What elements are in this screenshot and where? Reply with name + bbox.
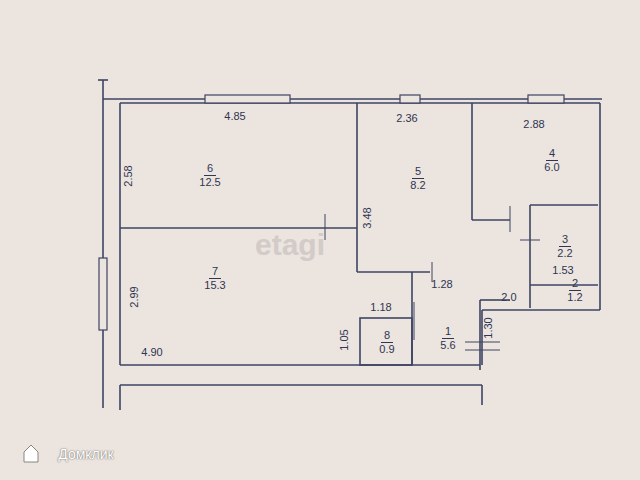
dimension-label: 1.05 xyxy=(338,329,350,350)
brand-icon xyxy=(24,445,38,462)
dimension-label: 1.30 xyxy=(482,317,494,338)
dimension-label: 2.58 xyxy=(122,165,134,186)
room-area: 80.9 xyxy=(364,322,410,362)
room-number: 5 xyxy=(412,165,424,179)
room-area-value: 1.2 xyxy=(567,291,582,304)
door-marks xyxy=(325,206,540,350)
room-area-value: 12.5 xyxy=(199,176,220,189)
walls xyxy=(98,80,602,410)
dimension-label: 4.90 xyxy=(141,346,162,358)
room-area: 612.5 xyxy=(168,155,252,195)
dimension-label: 2.0 xyxy=(501,291,516,303)
room-area: 46.0 xyxy=(520,140,584,180)
room-number: 3 xyxy=(559,233,571,247)
room-number: 7 xyxy=(209,265,221,279)
room-number: 8 xyxy=(381,329,393,343)
room-number: 1 xyxy=(442,325,454,339)
room-number: 4 xyxy=(546,147,558,161)
room-area-value: 15.3 xyxy=(204,279,225,292)
room-area: 21.2 xyxy=(553,275,597,306)
room-area: 715.3 xyxy=(175,258,255,298)
room-area: 58.2 xyxy=(390,158,446,198)
dimension-label: 2.99 xyxy=(128,286,140,307)
room-area-value: 5.6 xyxy=(440,339,455,352)
watermark: etagi xyxy=(255,229,325,261)
room-area-value: 6.0 xyxy=(544,161,559,174)
dimension-label: 2.88 xyxy=(523,118,544,130)
house-icon xyxy=(24,445,38,462)
brand-name: Домклик xyxy=(58,446,113,462)
room-area: 15.6 xyxy=(420,316,476,360)
dimension-label: 3.48 xyxy=(361,207,373,228)
room-area-value: 8.2 xyxy=(410,179,425,192)
room-area: 32.2 xyxy=(538,230,592,262)
dimension-label: 1.28 xyxy=(431,278,452,290)
dimension-label: 1.18 xyxy=(370,301,391,313)
windows xyxy=(99,95,564,330)
room-area-value: 2.2 xyxy=(557,247,572,260)
dimension-label: 2.36 xyxy=(396,112,417,124)
room-number: 6 xyxy=(204,162,216,176)
dimension-label: 1.53 xyxy=(552,264,573,276)
room-area-value: 0.9 xyxy=(379,343,394,356)
room-number: 2 xyxy=(569,277,581,291)
dimension-label: 4.85 xyxy=(224,110,245,122)
